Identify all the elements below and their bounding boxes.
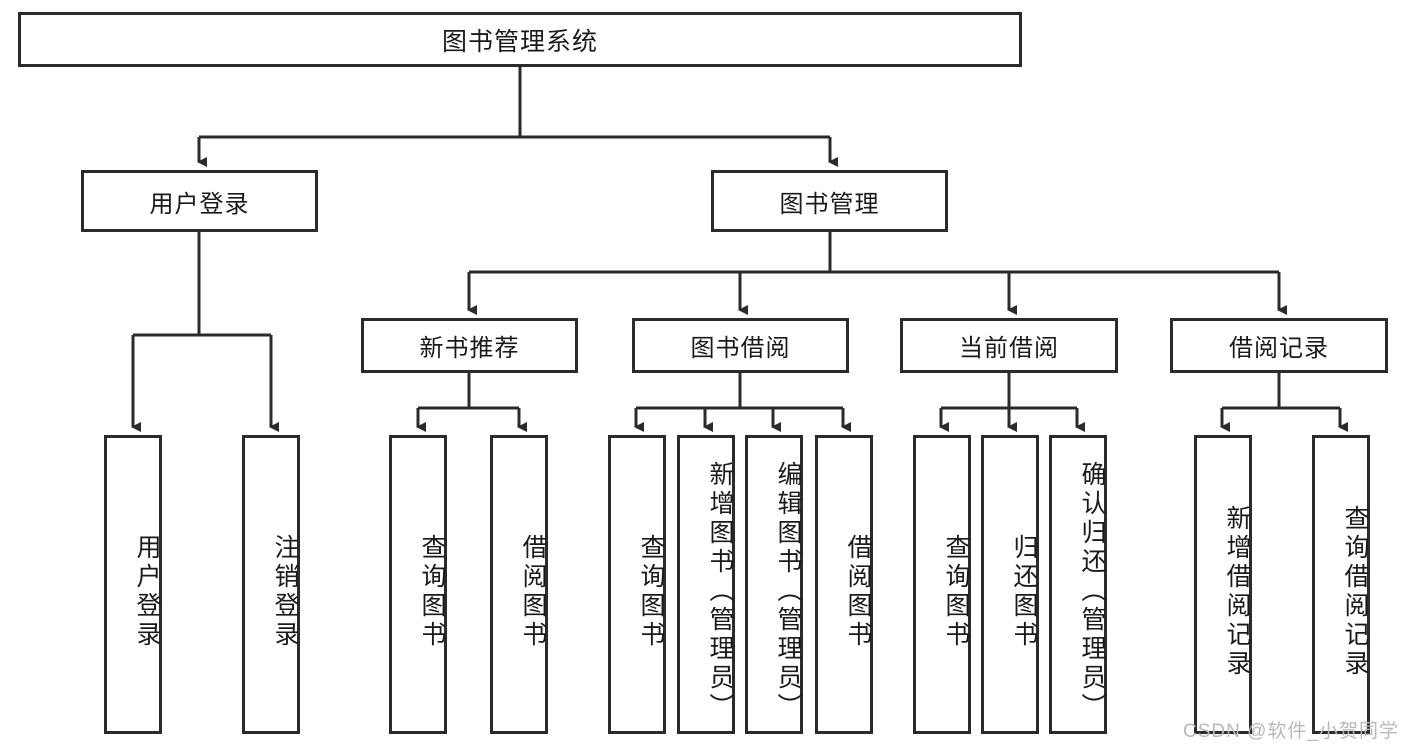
leaf-record-query-record-label: 查询借阅记录 xyxy=(1341,504,1369,679)
node-new-book-recommend-label: 新书推荐 xyxy=(419,335,520,362)
node-root[interactable]: 图书管理系统 xyxy=(18,12,1022,67)
leaf-borrow-borrow-book-label: 借阅图书 xyxy=(844,533,872,650)
leaf-borrow-edit-book[interactable]: 编辑图书（管理员） xyxy=(745,435,803,734)
leaf-record-query-record[interactable]: 查询借阅记录 xyxy=(1312,435,1370,734)
leaf-current-query-book[interactable]: 查询图书 xyxy=(913,435,971,734)
node-current-borrow[interactable]: 当前借阅 xyxy=(900,318,1118,373)
leaf-user-logout-label: 注销登录 xyxy=(271,533,299,650)
leaf-newbook-query-book-label: 查询图书 xyxy=(418,533,446,650)
node-borrow-record-label: 借阅记录 xyxy=(1229,335,1329,362)
leaf-current-confirm-return-label: 确认归还（管理员） xyxy=(1078,461,1106,722)
leaf-borrow-add-book[interactable]: 新增图书（管理员） xyxy=(677,435,735,734)
node-book-borrow[interactable]: 图书借阅 xyxy=(632,318,849,373)
leaf-current-query-book-label: 查询图书 xyxy=(942,533,970,650)
node-current-borrow-label: 当前借阅 xyxy=(959,335,1059,362)
leaf-current-return-book[interactable]: 归还图书 xyxy=(981,435,1039,734)
leaf-user-login-label: 用户登录 xyxy=(133,533,161,650)
leaf-current-return-book-label: 归还图书 xyxy=(1010,533,1038,650)
node-new-book-recommend[interactable]: 新书推荐 xyxy=(361,318,578,373)
node-book-management-label: 图书管理 xyxy=(779,190,880,218)
leaf-borrow-borrow-book[interactable]: 借阅图书 xyxy=(815,435,873,734)
leaf-user-login[interactable]: 用户登录 xyxy=(104,435,162,734)
leaf-newbook-query-book[interactable]: 查询图书 xyxy=(389,435,447,734)
leaf-record-add-record-label: 新增借阅记录 xyxy=(1223,504,1251,679)
node-user-login-label: 用户登录 xyxy=(149,190,250,218)
node-book-borrow-label: 图书借阅 xyxy=(690,335,791,362)
node-root-label: 图书管理系统 xyxy=(441,27,598,56)
node-borrow-record[interactable]: 借阅记录 xyxy=(1170,318,1388,373)
node-book-management[interactable]: 图书管理 xyxy=(711,170,948,232)
leaf-newbook-borrow-book[interactable]: 借阅图书 xyxy=(490,435,548,734)
leaf-user-logout[interactable]: 注销登录 xyxy=(242,435,300,734)
leaf-borrow-query-book-label: 查询图书 xyxy=(637,533,665,650)
leaf-borrow-add-book-label: 新增图书（管理员） xyxy=(706,461,734,722)
node-user-login[interactable]: 用户登录 xyxy=(81,170,318,232)
leaf-borrow-edit-book-label: 编辑图书（管理员） xyxy=(774,461,802,722)
leaf-borrow-query-book[interactable]: 查询图书 xyxy=(608,435,666,734)
leaf-newbook-borrow-book-label: 借阅图书 xyxy=(519,533,547,650)
leaf-record-add-record[interactable]: 新增借阅记录 xyxy=(1194,435,1252,734)
leaf-current-confirm-return[interactable]: 确认归还（管理员） xyxy=(1049,435,1107,734)
